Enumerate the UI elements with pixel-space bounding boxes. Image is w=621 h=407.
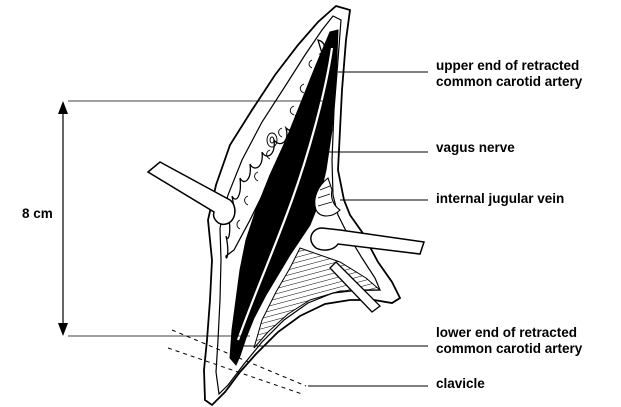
label-upper-carotid-line1: upper end of retracted <box>436 58 582 74</box>
label-lower-carotid-line1: lower end of retracted <box>436 325 582 341</box>
label-clavicle-text: clavicle <box>436 376 485 392</box>
label-vagus-nerve: vagus nerve <box>436 140 515 156</box>
label-internal-jugular-vein: internal jugular vein <box>436 191 564 207</box>
label-upper-carotid-line2: common carotid artery <box>436 74 582 90</box>
label-lower-carotid: lower end of retracted common carotid ar… <box>436 325 582 357</box>
label-lower-carotid-line2: common carotid artery <box>436 341 582 357</box>
scale-label-text: 8 cm <box>22 206 53 222</box>
label-internal-jugular-vein-text: internal jugular vein <box>436 191 564 207</box>
label-upper-carotid: upper end of retracted common carotid ar… <box>436 58 582 90</box>
label-clavicle: clavicle <box>436 376 485 392</box>
label-vagus-nerve-text: vagus nerve <box>436 140 515 156</box>
scale-label: 8 cm <box>22 206 53 222</box>
